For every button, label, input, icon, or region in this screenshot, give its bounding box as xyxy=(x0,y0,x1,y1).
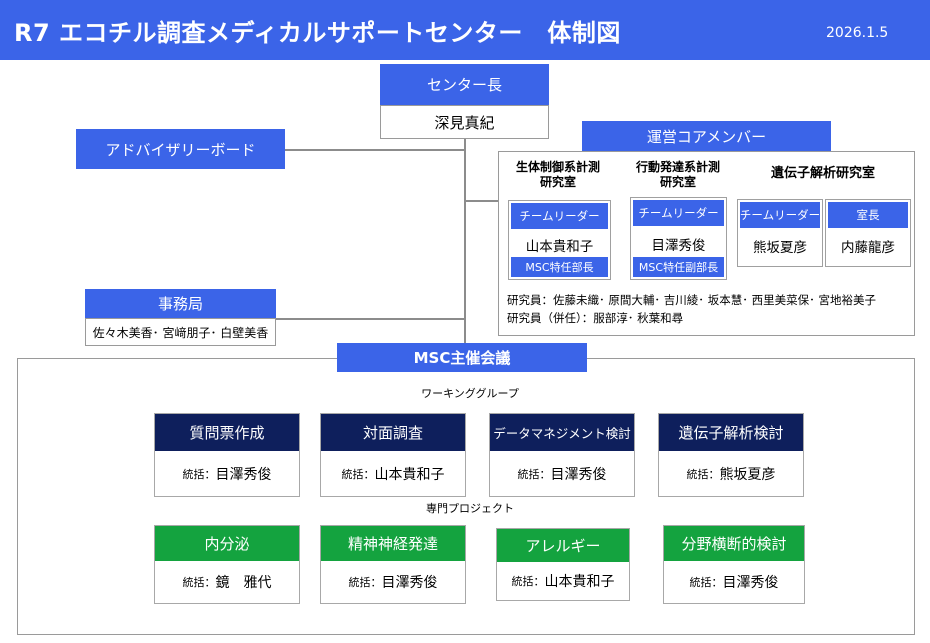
coordinator-name: 熊坂夏彦 xyxy=(719,466,776,483)
project-title: 精神神経発達 xyxy=(321,526,465,561)
lab-card-behavior-leader: チームリーダー 目澤秀俊 MSC特任副部長 xyxy=(630,197,727,280)
lab-card-subtitle: MSC特任副部長 xyxy=(633,257,724,277)
coordinator-name: 目澤秀俊 xyxy=(215,466,272,483)
lab-card-name: 熊坂夏彦 xyxy=(753,240,807,256)
working-group-lead: 統括：目澤秀俊 xyxy=(155,451,299,496)
project-card: 内分泌 統括：鏡 雅代 xyxy=(154,525,300,604)
connector-trunk xyxy=(464,139,466,345)
coordinator-prefix: 統括： xyxy=(517,467,551,481)
connector-advisory xyxy=(285,149,466,151)
project-card: 精神神経発達 統括：目澤秀俊 xyxy=(320,525,466,604)
working-group-card: 質問票作成 統括：目澤秀俊 xyxy=(154,413,300,497)
project-lead: 統括：目澤秀俊 xyxy=(664,561,804,603)
coordinator-name: 山本貴和子 xyxy=(544,574,615,590)
researchers-line: 研究員：佐藤未織･ 原間大輔･ 吉川綾･ 坂本慧･ 西里美菜保･ 宮地裕美子 xyxy=(507,293,877,307)
project-lead: 統括：山本貴和子 xyxy=(497,562,629,600)
project-title: 分野横断的検討 xyxy=(664,526,804,561)
researchers-concurrent-line: 研究員（併任）：服部淳･ 秋葉和尋 xyxy=(507,311,684,325)
lab-title-line: 遺伝子解析研究室 xyxy=(770,166,875,181)
advisory-board: アドバイザリーボード xyxy=(76,129,285,169)
page-title: R7 エコチル調査メディカルサポートセンター 体制図 xyxy=(14,19,621,47)
lab-title-behavior: 行動発達系計測 研究室 xyxy=(622,160,734,190)
lab-title-line: 生体制御系計測 xyxy=(515,160,600,174)
coordinator-prefix: 統括： xyxy=(182,467,216,481)
lab-card-role: チームリーダー xyxy=(633,200,724,226)
working-group-title: 遺伝子解析検討 xyxy=(659,414,803,451)
lab-title-physiology: 生体制御系計測 研究室 xyxy=(500,160,616,190)
researchers-list: 研究員：佐藤未織･ 原間大輔･ 吉川綾･ 坂本慧･ 西里美菜保･ 宮地裕美子 研… xyxy=(507,291,876,327)
working-group-card: データマネジメント検討 統括：目澤秀俊 xyxy=(489,413,635,497)
working-group-title: データマネジメント検討 xyxy=(490,414,634,451)
secretariat-members: 佐々木美香･ 宮﨑朋子･ 白壁美香 xyxy=(85,318,276,346)
special-project-label: 専門プロジェクト xyxy=(426,502,514,515)
lab-card-name: 内藤龍彦 xyxy=(841,240,895,256)
project-lead: 統括：鏡 雅代 xyxy=(155,561,299,603)
coordinator-prefix: 統括： xyxy=(348,576,382,589)
project-title: 内分泌 xyxy=(155,526,299,561)
lab-card-name: 目澤秀俊 xyxy=(651,238,706,254)
working-group-card: 遺伝子解析検討 統括：熊坂夏彦 xyxy=(658,413,804,497)
coordinator-prefix: 統括： xyxy=(511,575,545,588)
lab-card-genetics-head: 室長 内藤龍彦 xyxy=(825,199,911,267)
lab-card-role: チームリーダー xyxy=(511,203,608,229)
project-lead: 統括：目澤秀俊 xyxy=(321,561,465,603)
project-card: アレルギー 統括：山本貴和子 xyxy=(496,528,630,601)
document-date: 2026.1.5 xyxy=(826,25,889,41)
working-group-label: ワーキンググループ xyxy=(421,387,519,400)
project-title: アレルギー xyxy=(497,529,629,562)
lab-card-physiology-leader: チームリーダー 山本貴和子 MSC特任部長 xyxy=(508,200,611,280)
lab-title-line: 行動発達系計測 xyxy=(635,160,720,174)
lab-title-line: 研究室 xyxy=(659,175,696,189)
working-group-lead: 統括：目澤秀俊 xyxy=(490,451,634,496)
coordinator-prefix: 統括： xyxy=(182,576,216,589)
core-members-label: 運営コアメンバー xyxy=(582,121,831,151)
lab-title-line: 研究室 xyxy=(539,175,576,189)
working-group-title: 質問票作成 xyxy=(155,414,299,451)
connector-core xyxy=(464,200,498,202)
coordinator-prefix: 統括： xyxy=(341,467,375,481)
coordinator-name: 鏡 雅代 xyxy=(215,575,272,591)
lab-card-role: 室長 xyxy=(828,202,908,228)
lab-card-role: チームリーダー xyxy=(740,202,820,228)
lab-card-name: 山本貴和子 xyxy=(525,239,594,255)
lab-card-genetics-leader: チームリーダー 熊坂夏彦 xyxy=(737,199,823,267)
working-group-title: 対面調査 xyxy=(321,414,465,451)
center-head-role: センター長 xyxy=(380,64,549,105)
secretariat-label: 事務局 xyxy=(85,289,276,318)
project-card: 分野横断的検討 統括：目澤秀俊 xyxy=(663,525,805,604)
coordinator-prefix: 統括： xyxy=(689,576,723,589)
lab-title-genetics: 遺伝子解析研究室 xyxy=(738,166,908,181)
center-head-name: 深見真紀 xyxy=(380,105,549,139)
coordinator-prefix: 統括： xyxy=(686,467,720,481)
coordinator-name: 目澤秀俊 xyxy=(381,575,438,591)
lab-card-subtitle: MSC特任部長 xyxy=(511,257,608,277)
coordinator-name: 目澤秀俊 xyxy=(722,575,779,591)
working-group-lead: 統括：山本貴和子 xyxy=(321,451,465,496)
working-group-card: 対面調査 統括：山本貴和子 xyxy=(320,413,466,497)
msc-meeting-label: MSC主催会議 xyxy=(337,343,587,372)
connector-secretariat xyxy=(276,318,466,320)
working-group-lead: 統括：熊坂夏彦 xyxy=(659,451,803,496)
coordinator-name: 目澤秀俊 xyxy=(550,466,607,483)
title-banner: R7 エコチル調査メディカルサポートセンター 体制図 2026.1.5 xyxy=(0,0,930,60)
coordinator-name: 山本貴和子 xyxy=(374,466,445,483)
